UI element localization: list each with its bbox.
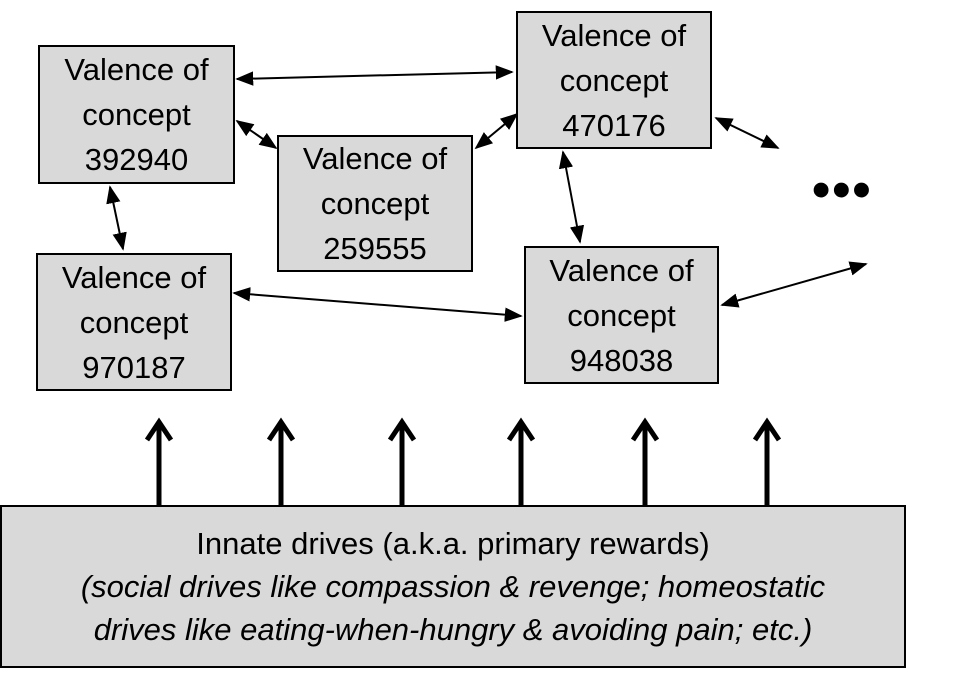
link-392940-259555 — [235, 119, 278, 150]
more-concepts-ellipsis: ••• — [812, 161, 873, 219]
up-arrow — [506, 417, 536, 505]
up-arrow — [752, 417, 782, 505]
up-arrow — [387, 417, 417, 505]
innate-drives-box: Innate drives (a.k.a. primary rewards) (… — [0, 505, 906, 668]
link-392940-470176 — [235, 65, 514, 86]
up-arrow — [630, 417, 660, 505]
up-arrow — [144, 417, 174, 505]
concept-node-392940: Valence of concept 392940 — [38, 45, 235, 184]
node-label-line2: concept — [79, 304, 189, 340]
node-label-line2: concept — [567, 297, 676, 333]
link-970187-948038 — [232, 287, 523, 322]
node-concept-number: 948038 — [569, 342, 674, 378]
link-259555-470176 — [474, 112, 519, 150]
node-label-line2: concept — [82, 97, 191, 132]
concept-node-970187: Valence of concept 970187 — [36, 253, 232, 391]
node-label-line2: concept — [559, 62, 669, 98]
node-concept-number: 392940 — [84, 142, 189, 177]
up-arrow — [266, 417, 296, 505]
drives-subtitle-line2: drives like eating-when-hungry & avoidin… — [93, 612, 813, 647]
node-label-line1: Valence of — [541, 17, 687, 53]
link-948038-offscreen — [720, 261, 868, 308]
node-label-line1: Valence of — [302, 141, 448, 176]
link-470176-948038 — [558, 150, 585, 244]
concept-node-470176: Valence of concept 470176 — [516, 11, 712, 149]
up-arrows — [144, 417, 782, 505]
node-concept-number: 470176 — [562, 107, 666, 143]
node-concept-number: 970187 — [82, 349, 186, 385]
node-label-line1: Valence of — [64, 52, 209, 87]
drives-title: Innate drives (a.k.a. primary rewards) — [196, 526, 710, 561]
link-392940-970187 — [106, 185, 127, 251]
link-470176-offscreen — [714, 117, 780, 149]
node-concept-number: 259555 — [323, 231, 427, 266]
node-label-line1: Valence of — [549, 252, 694, 288]
node-label-line2: concept — [320, 186, 430, 221]
node-label-line1: Valence of — [61, 259, 207, 295]
concept-node-259555: Valence of concept 259555 — [277, 135, 473, 272]
concept-node-948038: Valence of concept 948038 — [524, 246, 719, 384]
drives-subtitle-line1: (social drives like compassion & revenge… — [80, 569, 826, 604]
